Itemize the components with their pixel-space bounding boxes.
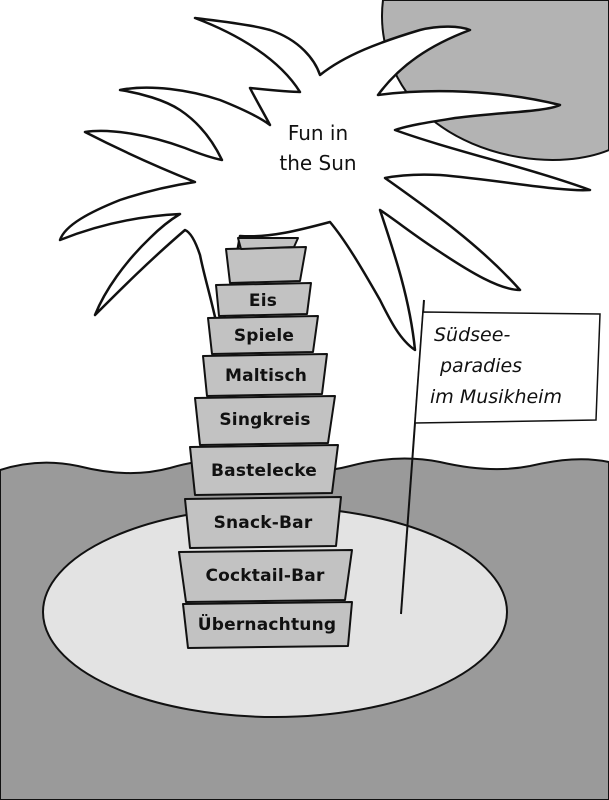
trunk-segment-6 <box>184 496 342 549</box>
trunk-segment-top-1 <box>237 237 299 250</box>
trunk-segment-2 <box>207 315 319 355</box>
trunk-segment-top-2 <box>225 246 307 284</box>
trunk-label-singkreis: Singkreis <box>219 410 311 430</box>
trunk-segment-4 <box>194 395 336 446</box>
palm-crown <box>58 16 592 352</box>
trunk-segment-7 <box>178 549 353 603</box>
crown-caption-line-1: Fun in <box>287 121 349 145</box>
trunk-segment-3 <box>202 353 328 397</box>
trunk-label-maltisch: Maltisch <box>224 366 308 386</box>
flag-text-line-3: im Musikheim <box>430 386 562 408</box>
flag <box>414 311 601 424</box>
trunk-segment-8 <box>182 601 353 649</box>
flag-text-line-2: paradies <box>440 355 523 377</box>
trunk-label-cocktail-bar: Cocktail-Bar <box>205 566 325 586</box>
trunk-segment-1 <box>215 282 312 317</box>
trunk-label-uebernachtung: Übernachtung <box>197 615 337 635</box>
trunk-label-spiele: Spiele <box>233 326 295 346</box>
crown-caption-line-2: the Sun <box>279 151 357 175</box>
palm-trunk <box>178 237 353 649</box>
flag-text-line-1: Südsee- <box>434 324 511 346</box>
trunk-label-eis: Eis <box>248 291 278 311</box>
crown-caption: Fun in the Sun <box>258 118 378 178</box>
trunk-label-snack-bar: Snack-Bar <box>213 513 313 533</box>
trunk-segment-5 <box>189 444 339 496</box>
trunk-label-bastelecke: Bastelecke <box>210 461 318 481</box>
flag-text: Südsee- paradies im Musikheim <box>420 320 596 413</box>
